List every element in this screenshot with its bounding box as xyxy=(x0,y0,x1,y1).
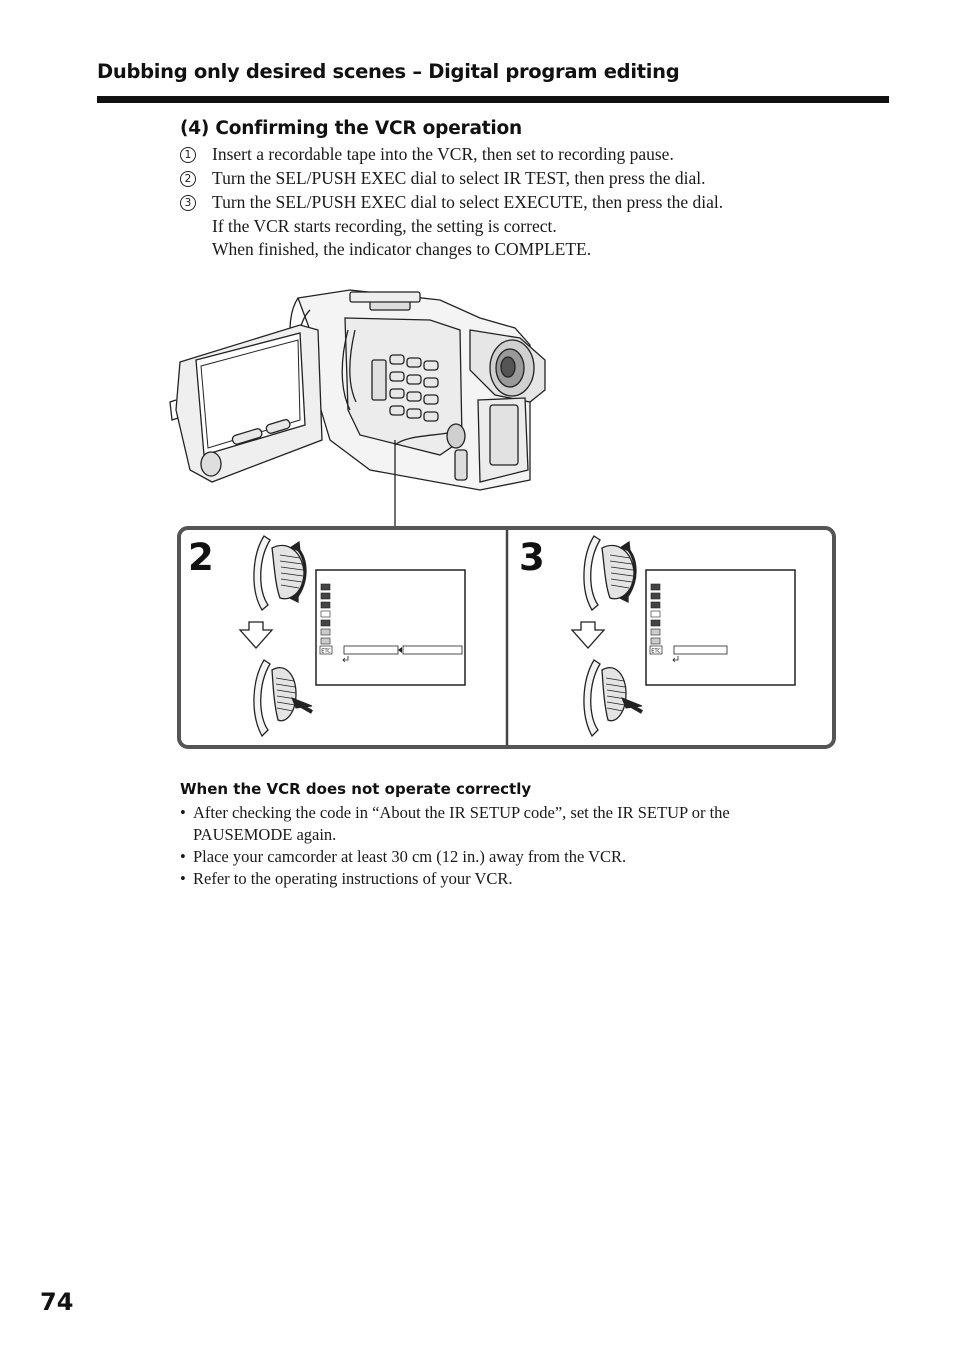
step-3-text: Turn the SEL/PUSH EXEC dial to select EX… xyxy=(212,192,724,212)
troubleshooting-item-3-text: Refer to the operating instructions of y… xyxy=(193,869,513,888)
step-2-text: Turn the SEL/PUSH EXEC dial to select IR… xyxy=(212,168,706,188)
camcorder-illustration: ETC xyxy=(169,289,836,749)
step-3-text-2: If the VCR starts recording, the setting… xyxy=(212,216,557,236)
step-number-1: 1 xyxy=(180,147,196,163)
step-number-2: 2 xyxy=(180,171,196,187)
section-header-title: Dubbing only desired scenes – Digital pr… xyxy=(97,60,680,83)
step-3-text-3: When finished, the indicator changes to … xyxy=(212,239,592,259)
etc-icon xyxy=(649,645,663,655)
header-rule xyxy=(97,96,889,103)
camcorder-drawing xyxy=(169,289,546,528)
troubleshooting-item-1-text: After checking the code in “About the IR… xyxy=(193,803,730,822)
etc-icon-label: ETC xyxy=(321,649,331,655)
bullet-1: • xyxy=(180,803,186,822)
panel-2-menu-screen: ETC xyxy=(315,569,466,686)
etc-icon xyxy=(319,645,333,655)
step-1-text: Insert a recordable tape into the VCR, t… xyxy=(212,144,674,164)
step-number-3: 3 xyxy=(180,195,196,211)
panel-3-menu-screen: ETC xyxy=(645,569,796,686)
page-number: 74 xyxy=(40,1288,74,1316)
troubleshooting-item-2-text: Place your camcorder at least 30 cm (12 … xyxy=(193,847,627,866)
bullet-3: • xyxy=(180,869,186,888)
bullet-2: • xyxy=(180,847,186,866)
panel-step-3-number: 3 xyxy=(519,536,545,579)
troubleshooting-heading: When the VCR does not operate correctly xyxy=(180,780,532,798)
panel-step-2-number: 2 xyxy=(188,536,214,579)
section-heading: (4) Confirming the VCR operation xyxy=(180,118,523,139)
panel-2-dials xyxy=(238,535,313,738)
etc-icon-label: ETC xyxy=(651,649,661,655)
panel-3-dials xyxy=(570,535,643,738)
troubleshooting-item-1-text-2: PAUSEMODE again. xyxy=(193,825,337,844)
